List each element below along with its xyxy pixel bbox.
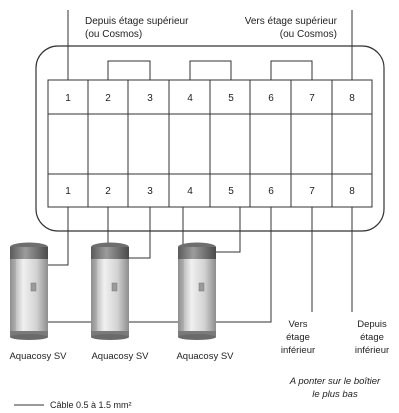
- junction-box-outline: [35, 45, 385, 232]
- wire-t3-unit2: [129, 207, 151, 259]
- terminal-top-2: 2: [105, 93, 111, 104]
- from-lower-floor-label: Depuis étage inférieur: [355, 319, 389, 356]
- wire-t4-unit2: [129, 207, 184, 323]
- terminal-bottom-8: 8: [349, 186, 355, 197]
- terminal-top-1: 1: [65, 93, 71, 104]
- svg-text:étage: étage: [360, 332, 384, 343]
- terminal-bottom-4: 4: [187, 186, 193, 197]
- terminal-numbers-top: 1 2 3 4 5 6 7 8: [65, 93, 355, 104]
- svg-text:le plus bas: le plus bas: [312, 389, 358, 400]
- terminal-bottom-6: 6: [268, 186, 274, 197]
- terminal-top-5: 5: [228, 93, 234, 104]
- terminal-bottom-5: 5: [228, 186, 234, 197]
- svg-text:étage: étage: [286, 332, 310, 343]
- unit-label-1: Aquacosy SV: [9, 351, 67, 362]
- unit-label-3: Aquacosy SV: [176, 351, 234, 362]
- terminal-bottom-1: 1: [65, 186, 71, 197]
- aquacosy-unit-3: [178, 242, 216, 340]
- terminal-top-8: 8: [349, 93, 355, 104]
- cable-legend: Câble 0.5 à 1.5 mm²: [14, 400, 132, 410]
- terminal-numbers-bottom: 1 2 3 4 5 6 7 8: [65, 186, 355, 197]
- aquacosy-unit-2: [91, 242, 129, 340]
- bridge-4-5: [189, 60, 232, 80]
- to-lower-floor-label: Vers étage inférieur: [281, 319, 315, 356]
- svg-text:inférieur: inférieur: [355, 345, 389, 356]
- svg-text:Vers étage supérieur: Vers étage supérieur: [245, 16, 338, 27]
- svg-text:Vers: Vers: [288, 319, 307, 330]
- legend-label: Câble 0.5 à 1.5 mm²: [50, 400, 132, 410]
- wire-t5-unit3: [216, 207, 241, 253]
- svg-text:A ponter sur le boîtier: A ponter sur le boîtier: [289, 376, 381, 387]
- terminal-bottom-7: 7: [309, 186, 315, 197]
- top-label-left: Depuis étage supérieur (ou Cosmos): [85, 16, 189, 40]
- bridge-6-7: [270, 60, 313, 80]
- svg-text:Depuis étage supérieur: Depuis étage supérieur: [85, 16, 189, 27]
- wire-t6-unit3: [216, 207, 272, 323]
- terminal-bottom-3: 3: [147, 186, 153, 197]
- terminal-top-6: 6: [268, 93, 274, 104]
- aquacosy-unit-1: [10, 242, 48, 340]
- svg-text:Depuis: Depuis: [357, 319, 387, 330]
- svg-text:inférieur: inférieur: [281, 345, 315, 356]
- bridge-note: A ponter sur le boîtier le plus bas: [289, 376, 381, 400]
- terminal-bottom-2: 2: [105, 186, 111, 197]
- svg-text:(ou Cosmos): (ou Cosmos): [280, 29, 337, 40]
- svg-text:(ou Cosmos): (ou Cosmos): [85, 29, 142, 40]
- wire-t1-unit1: [48, 207, 69, 266]
- terminal-top-3: 3: [147, 93, 153, 104]
- terminal-top-4: 4: [187, 93, 193, 104]
- top-label-right: Vers étage supérieur (ou Cosmos): [245, 16, 338, 40]
- bridge-2-3: [107, 60, 151, 80]
- terminal-top-7: 7: [309, 93, 315, 104]
- terminal-block: [47, 79, 373, 208]
- unit-label-2: Aquacosy SV: [91, 351, 149, 362]
